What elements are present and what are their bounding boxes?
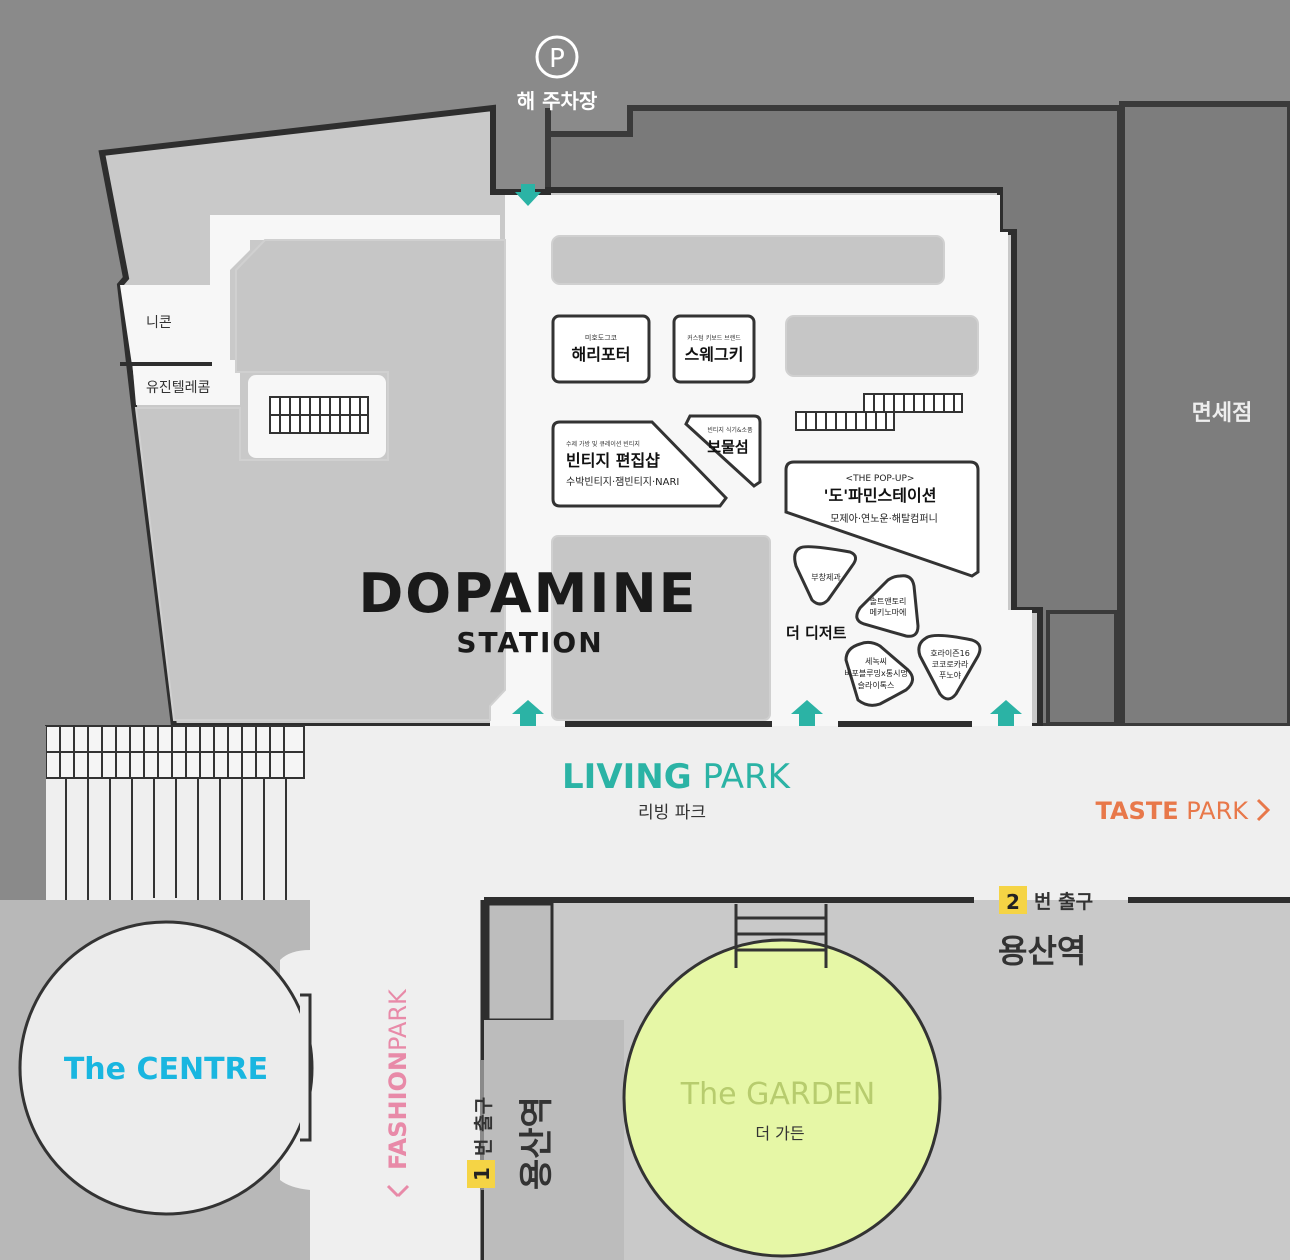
living-park-plaza	[0, 726, 1290, 1260]
entrance-arrow-1-icon	[512, 700, 544, 728]
living-park-title: LIVING PARK	[562, 757, 792, 797]
lattice-structure	[45, 725, 305, 950]
parking-marker[interactable]: P 해 주차장	[517, 35, 598, 113]
the-centre[interactable]: The CENTRE	[0, 900, 314, 1260]
fashion-park-label: FASHIONPARK	[384, 988, 412, 1170]
living-park-en-light: PARK	[692, 757, 792, 797]
shop-treasure-island[interactable]: 빈티지 식기&소품 보물섬	[684, 414, 762, 488]
shop-harry-potter-subtitle: 미호도그코	[585, 333, 618, 342]
store-eugene-telecom-label: 유진텔레콤	[146, 380, 211, 396]
exit-2-marker[interactable]: 2 번 출구 용산역	[998, 886, 1093, 970]
popup-name: '도'파민스테이션	[824, 486, 937, 505]
dessert-booth-horizon[interactable]: 호라이즌16 코코로카라 푸노야	[917, 633, 982, 701]
popup-brands: 모제아·연노운·해탈컴퍼니	[830, 512, 938, 525]
shop-treasure-subtitle: 빈티지 식기&소품	[707, 426, 753, 434]
right-annex	[1046, 610, 1118, 726]
shop-vintage-name: 빈티지 편집샵	[566, 451, 660, 470]
parking-entry-arrow-icon	[515, 184, 541, 206]
shop-vintage-select[interactable]: 수제 가방 및 큐레이션 빈티지 빈티지 편집샵 수박빈티지·잼빈티지·NARI	[551, 420, 728, 508]
interior-blocks	[134, 235, 979, 721]
fashion-park-en-bold: FASHION	[384, 1051, 412, 1170]
exit-2-station: 용산역	[998, 932, 1086, 970]
duty-free-block	[1119, 101, 1290, 729]
dessert-b4-line2: 비포블루밍x통시멍	[844, 668, 908, 678]
duty-free-label: 면세점	[1192, 401, 1253, 426]
stairs-right	[795, 393, 963, 431]
exit-2-label: 번 출구	[1034, 891, 1093, 913]
dessert-b3-line2: 코코로카라	[932, 660, 969, 669]
dopamine-subtitle: STATION	[456, 626, 603, 659]
exit-1-marker[interactable]: 1 번 출구 용산역	[467, 1096, 557, 1190]
garden-label-ko: 더 가든	[755, 1124, 804, 1143]
station-kiosk	[486, 902, 554, 1022]
dessert-booth-senok[interactable]: 세녹씨 비포블루밍x통시멍 슬라이톡스	[844, 640, 914, 707]
dessert-b2-line2: 메키노마에	[870, 608, 907, 617]
chevron-left-icon	[386, 1184, 410, 1198]
entrance-arrow-2-icon	[791, 700, 823, 728]
taste-park-label: TASTE PARK	[1095, 797, 1249, 825]
taste-park-en-bold: TASTE	[1095, 797, 1178, 825]
store-nikon-label: 니콘	[146, 315, 172, 331]
station-corridor	[484, 1020, 624, 1260]
exit-1-label: 번 출구	[473, 1097, 495, 1156]
dessert-b3-line1: 호라이즌16	[930, 648, 970, 658]
entrance-arrow-3-icon	[990, 700, 1022, 728]
dopamine-title: DOPAMINE	[358, 562, 697, 625]
shop-harry-potter-name: 해리포터	[572, 345, 631, 364]
exit-1-badge	[467, 1160, 495, 1188]
dessert-b4-line3: 슬라이톡스	[858, 680, 895, 690]
fashion-park-en-light: PARK	[384, 988, 412, 1051]
fashion-park-link[interactable]: FASHIONPARK	[384, 988, 412, 1198]
parking-symbol: P	[549, 44, 565, 74]
dessert-b1: 부창제과	[811, 573, 841, 582]
entry-arrows	[512, 184, 1022, 728]
stairs-left	[269, 396, 369, 434]
dessert-booth-buchang[interactable]: 부창제과	[793, 545, 857, 606]
shop-harry-potter[interactable]: 미호도그코 해리포터	[551, 314, 651, 384]
parking-label: 해 주차장	[517, 89, 598, 113]
popup-tag: <THE POP-UP>	[846, 474, 915, 484]
shop-swaggki-name: 스웨그키	[685, 345, 744, 364]
exit-1-station: 용산역	[517, 1096, 557, 1190]
living-park-ko: 리빙 파크	[638, 803, 706, 823]
garden-stairs	[734, 904, 828, 968]
shop-vintage-subtitle: 수제 가방 및 큐레이션 빈티지	[566, 440, 640, 448]
shop-swaggki[interactable]: 커스텀 키보드 브랜드 스웨그키	[672, 314, 756, 384]
dessert-title: 더 디저트	[786, 624, 847, 642]
exit-2-number: 2	[1006, 890, 1020, 914]
shop-vintage-brands: 수박빈티지·잼빈티지·NARI	[566, 476, 679, 488]
the-garden[interactable]: The GARDEN 더 가든	[622, 904, 942, 1258]
taste-park-link[interactable]: TASTE PARK	[1095, 797, 1271, 825]
dessert-b4-line1: 세녹씨	[865, 657, 887, 666]
living-park-en-bold: LIVING	[562, 757, 692, 797]
dessert-booth-salt[interactable]: 솔트앤토리 메키노마에	[855, 574, 920, 638]
taste-park-en-light: PARK	[1179, 797, 1250, 825]
parking-icon	[535, 35, 579, 79]
garden-label-en: The GARDEN	[680, 1077, 875, 1112]
shop-popup-dopamine-station[interactable]: <THE POP-UP> '도'파민스테이션 모제아·연노운·해탈컴퍼니	[784, 460, 980, 578]
exit-2-badge	[999, 886, 1027, 914]
chevron-right-icon	[1256, 798, 1271, 822]
dessert-b2-line1: 솔트앤토리	[870, 596, 907, 606]
shop-swaggki-subtitle: 커스텀 키보드 브랜드	[687, 334, 741, 342]
exit-1-number: 1	[470, 1167, 494, 1181]
dessert-b3-line3: 푸노야	[939, 670, 962, 680]
shop-treasure-name: 보물섬	[707, 438, 748, 456]
centre-label: The CENTRE	[64, 1052, 268, 1087]
